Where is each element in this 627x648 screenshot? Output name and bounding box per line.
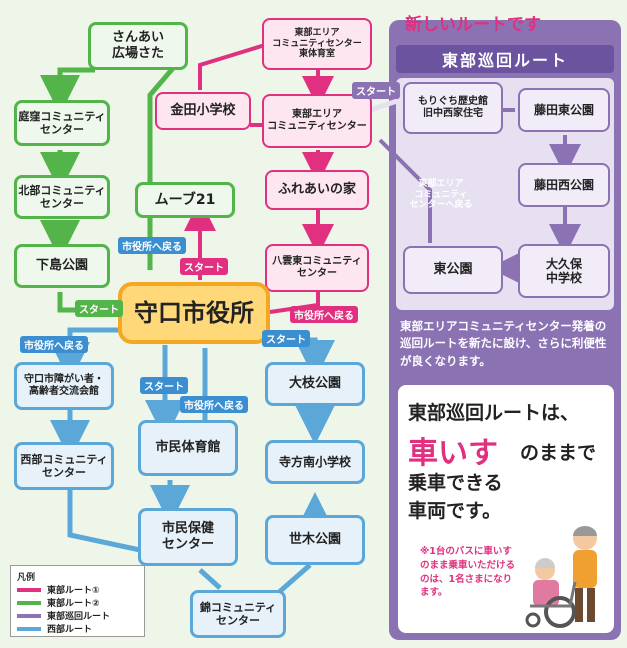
stop-shimojima: 下島公園 — [14, 244, 110, 288]
new-route-banner: 新しいルートです — [405, 15, 541, 35]
stop-fujita-east: 藤田東公園 — [518, 88, 610, 132]
promo-note: ※1台のバスに車いすのまま乗車いただけるのは、1名さまになります。 — [420, 546, 516, 599]
return-tag-blue-mid: 市役所へ戻る — [180, 396, 248, 413]
stop-seki: 世木公園 — [265, 515, 365, 565]
legend-item-loop: 東部巡回ルート — [17, 609, 138, 622]
stop-moop: ムーブ21 — [135, 182, 235, 218]
stop-moriguchi: もりぐち歴史館 旧中西家住宅 — [403, 82, 503, 134]
legend-title: 凡例 — [17, 573, 36, 583]
loop-return-label: 東部エリア コミュニティ センターへ戻る — [409, 178, 473, 211]
legend-label: 東部ルート① — [47, 586, 100, 596]
start-tag-green: スタート — [75, 300, 123, 317]
return-tag-green: 市役所へ戻る — [118, 237, 186, 254]
legend-label: 東部巡回ルート — [47, 612, 111, 622]
start-tag-pink: スタート — [180, 258, 228, 275]
stop-fureai: ふれあいの家 — [265, 170, 369, 210]
stop-kanada: 金田小学校 — [155, 92, 251, 130]
stop-yaun: 八雲東コミュニティ センター — [265, 244, 369, 292]
legend-item-east2: 東部ルート② — [17, 596, 138, 609]
stop-hokubu: 北部コミュニティ センター — [14, 175, 110, 219]
legend-label: 西部ルート — [47, 625, 93, 635]
east-loop-path-inner — [378, 108, 581, 284]
stop-higashi: 東公園 — [403, 246, 503, 294]
east-loop-title: 東部巡回ルート — [396, 45, 614, 73]
return-tag-blue-left: 市役所へ戻る — [20, 336, 88, 353]
promo-line-1: 東部巡回ルートは、 — [408, 402, 580, 424]
stop-ohoeda: 大枝公園 — [265, 362, 365, 406]
stop-community-mid: 東部エリア コミュニティセンター — [262, 94, 372, 148]
stop-okubo: 大久保 中学校 — [518, 244, 610, 298]
legend-item-east1: 東部ルート① — [17, 583, 138, 596]
stop-seibu: 西部コミュニティ センター — [14, 442, 114, 490]
stop-terakata: 寺方南小学校 — [265, 440, 365, 484]
start-tag-blue-right: スタート — [262, 330, 310, 347]
stop-kouryu: 守口市障がい者・ 高齢者交流会館 — [14, 362, 114, 410]
start-tag-blue-mid: スタート — [140, 377, 188, 394]
loop-description: 東部エリアコミュニティセンター発着の巡回ルートを新たに設け、さらに利便性が良くな… — [400, 319, 607, 368]
stop-niwakubo: 庭窪コミュニティ センター — [14, 100, 110, 146]
legend: 凡例 東部ルート① 東部ルート② 東部巡回ルート 西部ルート — [10, 565, 145, 637]
loop-start-tag: スタート — [352, 82, 400, 99]
stop-hoken: 市民保健 センター — [138, 508, 238, 566]
stop-fujita-west: 藤田西公園 — [518, 163, 610, 207]
city-hall-hub: 守口市役所 — [118, 282, 270, 344]
legend-item-west: 西部ルート — [17, 622, 138, 635]
legend-label: 東部ルート② — [47, 599, 100, 609]
promo-line-3: 乗車できる — [408, 472, 503, 494]
stop-nishiki: 錦コミュニティ センター — [190, 590, 286, 638]
promo-line-4: 車両です。 — [408, 500, 502, 522]
east-loop-path — [369, 97, 401, 113]
stop-sanai: さんあい 広場さた — [88, 22, 188, 70]
promo-line-2a: 車いす — [408, 436, 498, 471]
stop-community-top: 東部エリア コミュニティセンター 東体育室 — [262, 18, 372, 70]
wheelchair-illustration — [525, 526, 597, 628]
stop-taiikukan: 市民体育館 — [138, 420, 238, 476]
return-tag-pink: 市役所へ戻る — [290, 306, 358, 323]
promo-line-2b: のままで — [520, 442, 597, 464]
